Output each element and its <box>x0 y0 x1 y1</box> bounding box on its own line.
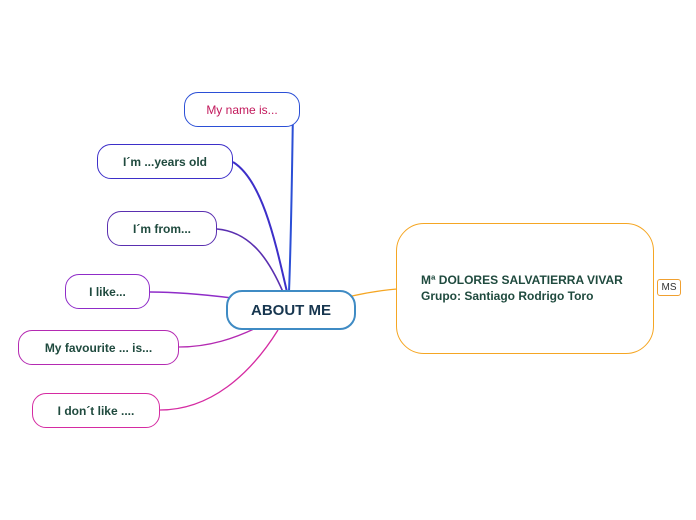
author-initials-badge[interactable]: MS <box>657 279 681 296</box>
topic-my-name[interactable]: My name is... <box>184 92 300 127</box>
topic-i-like[interactable]: I like... <box>65 274 150 309</box>
connector-author <box>351 288 398 297</box>
connector-fav <box>178 327 257 348</box>
topic-years-old[interactable]: I´m ...years old <box>97 144 233 179</box>
connector-from <box>216 228 284 293</box>
central-topic-about-me[interactable]: ABOUT ME <box>226 290 356 330</box>
topic-my-favourite[interactable]: My favourite ... is... <box>18 330 179 365</box>
topic-from[interactable]: I´m from... <box>107 211 217 246</box>
connector-name <box>288 107 294 293</box>
author-name: Mª DOLORES SALVATIERRA VIVAR <box>421 273 623 287</box>
connector-dont <box>159 329 279 411</box>
author-group: Grupo: Santiago Rodrigo Toro <box>421 289 594 303</box>
author-info-node[interactable]: Mª DOLORES SALVATIERRA VIVAR Grupo: Sant… <box>396 223 654 354</box>
connector-like <box>149 291 233 299</box>
topic-dont-like[interactable]: I don´t like .... <box>32 393 160 428</box>
connector-years <box>232 161 288 293</box>
